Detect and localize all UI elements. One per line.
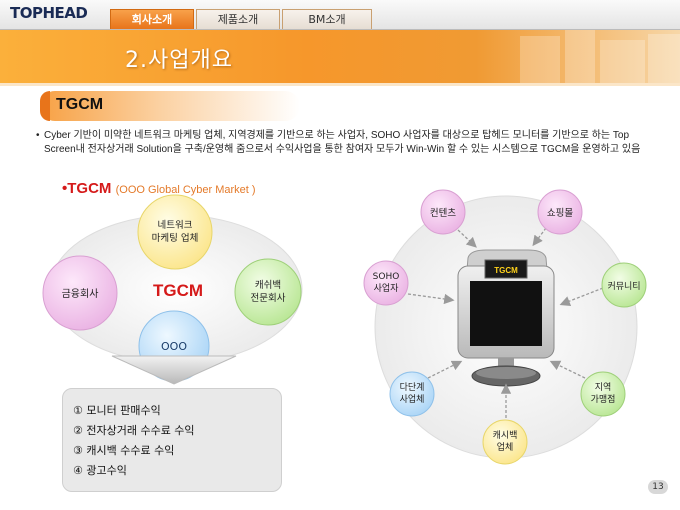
section-description: • Cyber 기반이 미약한 네트워크 마케팅 업체, 지역경제를 기반으로 … xyxy=(36,129,656,156)
tab-bm-intro[interactable]: BM소개 xyxy=(282,9,372,29)
node-finance-company: 금융회사 xyxy=(42,255,118,331)
tgcm-heading-main: •TGCM xyxy=(62,180,112,197)
node-label-line1: SOHO xyxy=(373,272,400,282)
down-arrow-icon xyxy=(111,355,237,385)
tab-label: 회사소개 xyxy=(131,13,173,26)
tgcm-heading: •TGCM (OOO Global Cyber Market ) xyxy=(62,180,256,197)
node-regional-franchise: 지역 가맹점 xyxy=(580,371,626,417)
revenue-item: ② 전자상거래 수수료 수익 xyxy=(73,424,195,437)
node-label: 쇼핑몰 xyxy=(547,208,573,219)
tab-company-intro[interactable]: 회사소개 xyxy=(110,9,194,29)
node-label: OOO xyxy=(161,340,187,353)
tgcm-heading-sub: (OOO Global Cyber Market ) xyxy=(115,184,256,196)
header-banner xyxy=(0,30,680,84)
node-label-line2: 사업체 xyxy=(400,394,425,405)
tgcm-ecosystem-diagram: TGCM 컨텐츠 쇼핑몰 SOHO 사업자 xyxy=(363,189,647,465)
node-label-line2: 가맹점 xyxy=(591,393,616,405)
node-cashback-business: 캐시백 업체 xyxy=(482,419,528,465)
node-label-line2: 전문회사 xyxy=(251,293,286,304)
banner-divider xyxy=(0,83,680,86)
tab-label: BM소개 xyxy=(308,13,346,26)
revenue-item: ③ 캐시백 수수료 수익 xyxy=(73,444,175,457)
node-label-line2: 업체 xyxy=(497,442,514,453)
page-number: 13 xyxy=(648,480,668,494)
tgcm-partner-diagram: TGCM 네트워크 마케팅 업체 금융회사 캐쉬백 전문회사 OOO xyxy=(42,194,303,385)
node-network-marketing: 네트워크 마케팅 업체 xyxy=(137,194,213,270)
company-logo[interactable]: TOPHEAD xyxy=(10,4,88,24)
node-label: 컨텐츠 xyxy=(430,208,456,219)
description-text: Cyber 기반이 미약한 네트워크 마케팅 업체, 지역경제를 기반으로 하는… xyxy=(44,130,641,155)
node-label-line2: 사업자 xyxy=(374,283,400,294)
section-header-pill xyxy=(40,91,300,121)
monitor-icon: TGCM xyxy=(457,249,555,387)
revenue-list-box: ① 모니터 판매수익 ② 전자상거래 수수료 수익 ③ 캐시백 수수료 수익 ④… xyxy=(62,388,282,492)
node-multilevel-business: 다단계 사업체 xyxy=(389,371,435,417)
tab-label: 제품소개 xyxy=(217,13,259,26)
node-label: 금융회사 xyxy=(62,288,99,300)
node-label: 커뮤니티 xyxy=(607,281,640,292)
node-label-line1: 네트워크 xyxy=(158,220,193,231)
node-label-line1: 캐시백 xyxy=(493,430,518,441)
node-label-line1: 캐쉬백 xyxy=(255,280,281,291)
monitor-label: TGCM xyxy=(494,266,518,275)
node-community: 커뮤니티 xyxy=(601,262,647,308)
revenue-item: ① 모니터 판매수익 xyxy=(73,404,161,417)
node-shopping-mall: 쇼핑몰 xyxy=(537,189,583,235)
node-content: 컨텐츠 xyxy=(420,189,466,235)
node-cashback-company: 캐쉬백 전문회사 xyxy=(234,258,302,326)
logo-text: TOPHEAD xyxy=(10,4,88,22)
bullet-icon: • xyxy=(36,130,40,141)
section-title: TGCM xyxy=(56,96,104,113)
node-soho: SOHO 사업자 xyxy=(363,260,409,306)
tab-product-intro[interactable]: 제품소개 xyxy=(196,9,280,29)
revenue-item: ④ 광고수익 xyxy=(73,464,127,477)
node-label-line1: 다단계 xyxy=(400,381,425,393)
page-title: 2.사업개요 xyxy=(125,48,233,73)
flow-arrows xyxy=(407,227,604,418)
node-label-line1: 지역 xyxy=(595,382,612,393)
node-label-line2: 마케팅 업체 xyxy=(152,232,199,244)
top-nav-bar: TOPHEAD 회사소개 제품소개 BM소개 xyxy=(0,0,680,30)
tgcm-center-label: TGCM xyxy=(153,281,203,300)
